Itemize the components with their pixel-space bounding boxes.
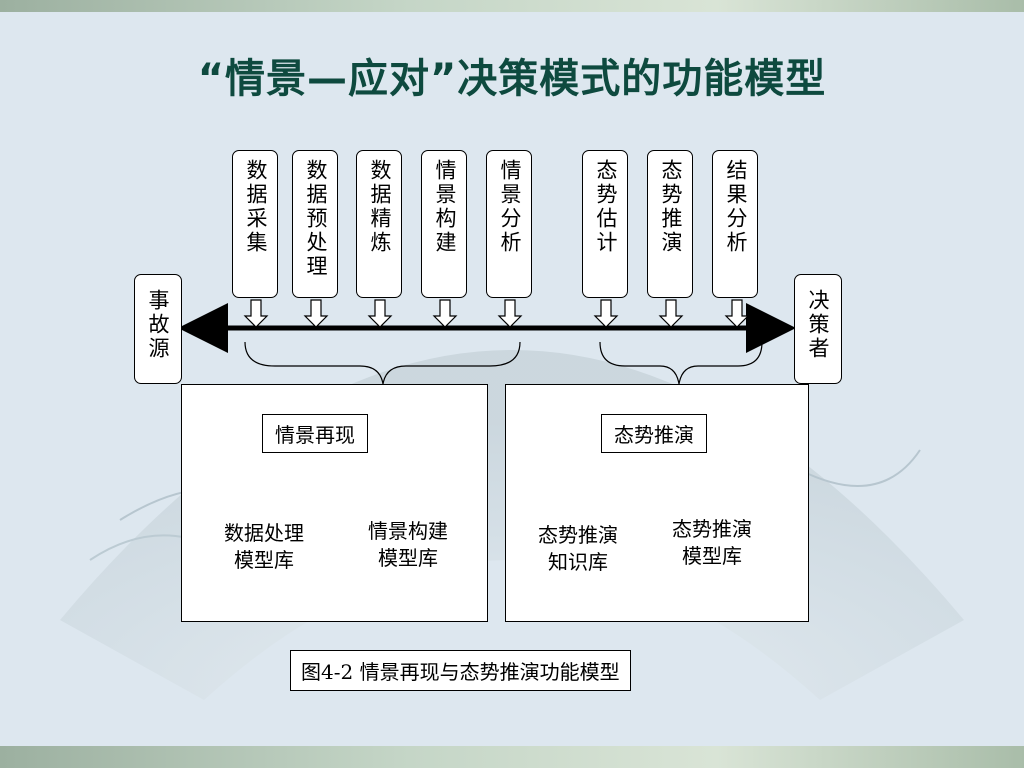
right-brace [599,341,763,385]
step-arrow [243,299,269,328]
database-label-scenario-construction: 情景构建 模型库 [348,518,468,572]
step-label: 情景分析 [498,159,522,255]
database-label-line: 知识库 [548,550,608,574]
step-box-data-collection: 数据采集 [232,150,278,298]
step-arrow [303,299,329,328]
step-arrow [724,299,750,328]
step-box-scenario-construction: 情景构建 [421,150,467,298]
step-arrow [593,299,619,328]
step-label: 情景构建 [433,159,457,255]
figure-caption: 图4-2 情景再现与态势推演功能模型 [290,650,631,691]
database-label-line: 态势推演 [672,517,752,541]
top-decorative-bar [0,0,1024,12]
step-label: 数据精炼 [368,159,392,255]
database-label-line: 态势推演 [538,523,618,547]
accident-source-label: 事故源 [146,289,170,361]
decision-maker-label: 决策者 [806,289,830,361]
database-label-situation-knowledge: 态势推演 知识库 [518,522,638,576]
step-arrow [432,299,458,328]
step-arrow [367,299,393,328]
bottom-decorative-bar [0,746,1024,768]
database-label-data-processing: 数据处理 模型库 [204,520,324,574]
step-arrow [658,299,684,328]
step-label: 态势估计 [594,159,618,255]
step-arrow [497,299,523,328]
step-box-scenario-analysis: 情景分析 [486,150,532,298]
database-label-line: 情景构建 [368,519,448,543]
step-box-data-preprocessing: 数据预处理 [292,150,338,298]
slide-title: “情景—应对”决策模式的功能模型 [197,56,827,102]
accident-source-box: 事故源 [134,274,182,384]
step-label: 数据采集 [244,159,268,255]
step-label: 数据预处理 [304,159,328,279]
step-box-data-refining: 数据精炼 [356,150,402,298]
scenario-reproduction-title: 情景再现 [262,414,368,453]
database-label-line: 模型库 [682,544,742,568]
step-box-situation-deduction: 态势推演 [647,150,693,298]
database-label-situation-model: 态势推演 模型库 [652,516,772,570]
step-arrows [243,299,750,328]
decision-maker-box: 决策者 [794,274,842,384]
step-box-result-analysis: 结果分析 [712,150,758,298]
step-box-situation-estimation: 态势估计 [582,150,628,298]
left-brace [244,341,521,385]
situation-deduction-title: 态势推演 [601,414,707,453]
database-label-line: 模型库 [234,548,294,572]
step-label: 结果分析 [724,159,748,255]
step-label: 态势推演 [659,159,683,255]
database-label-line: 模型库 [378,546,438,570]
database-label-line: 数据处理 [224,521,304,545]
